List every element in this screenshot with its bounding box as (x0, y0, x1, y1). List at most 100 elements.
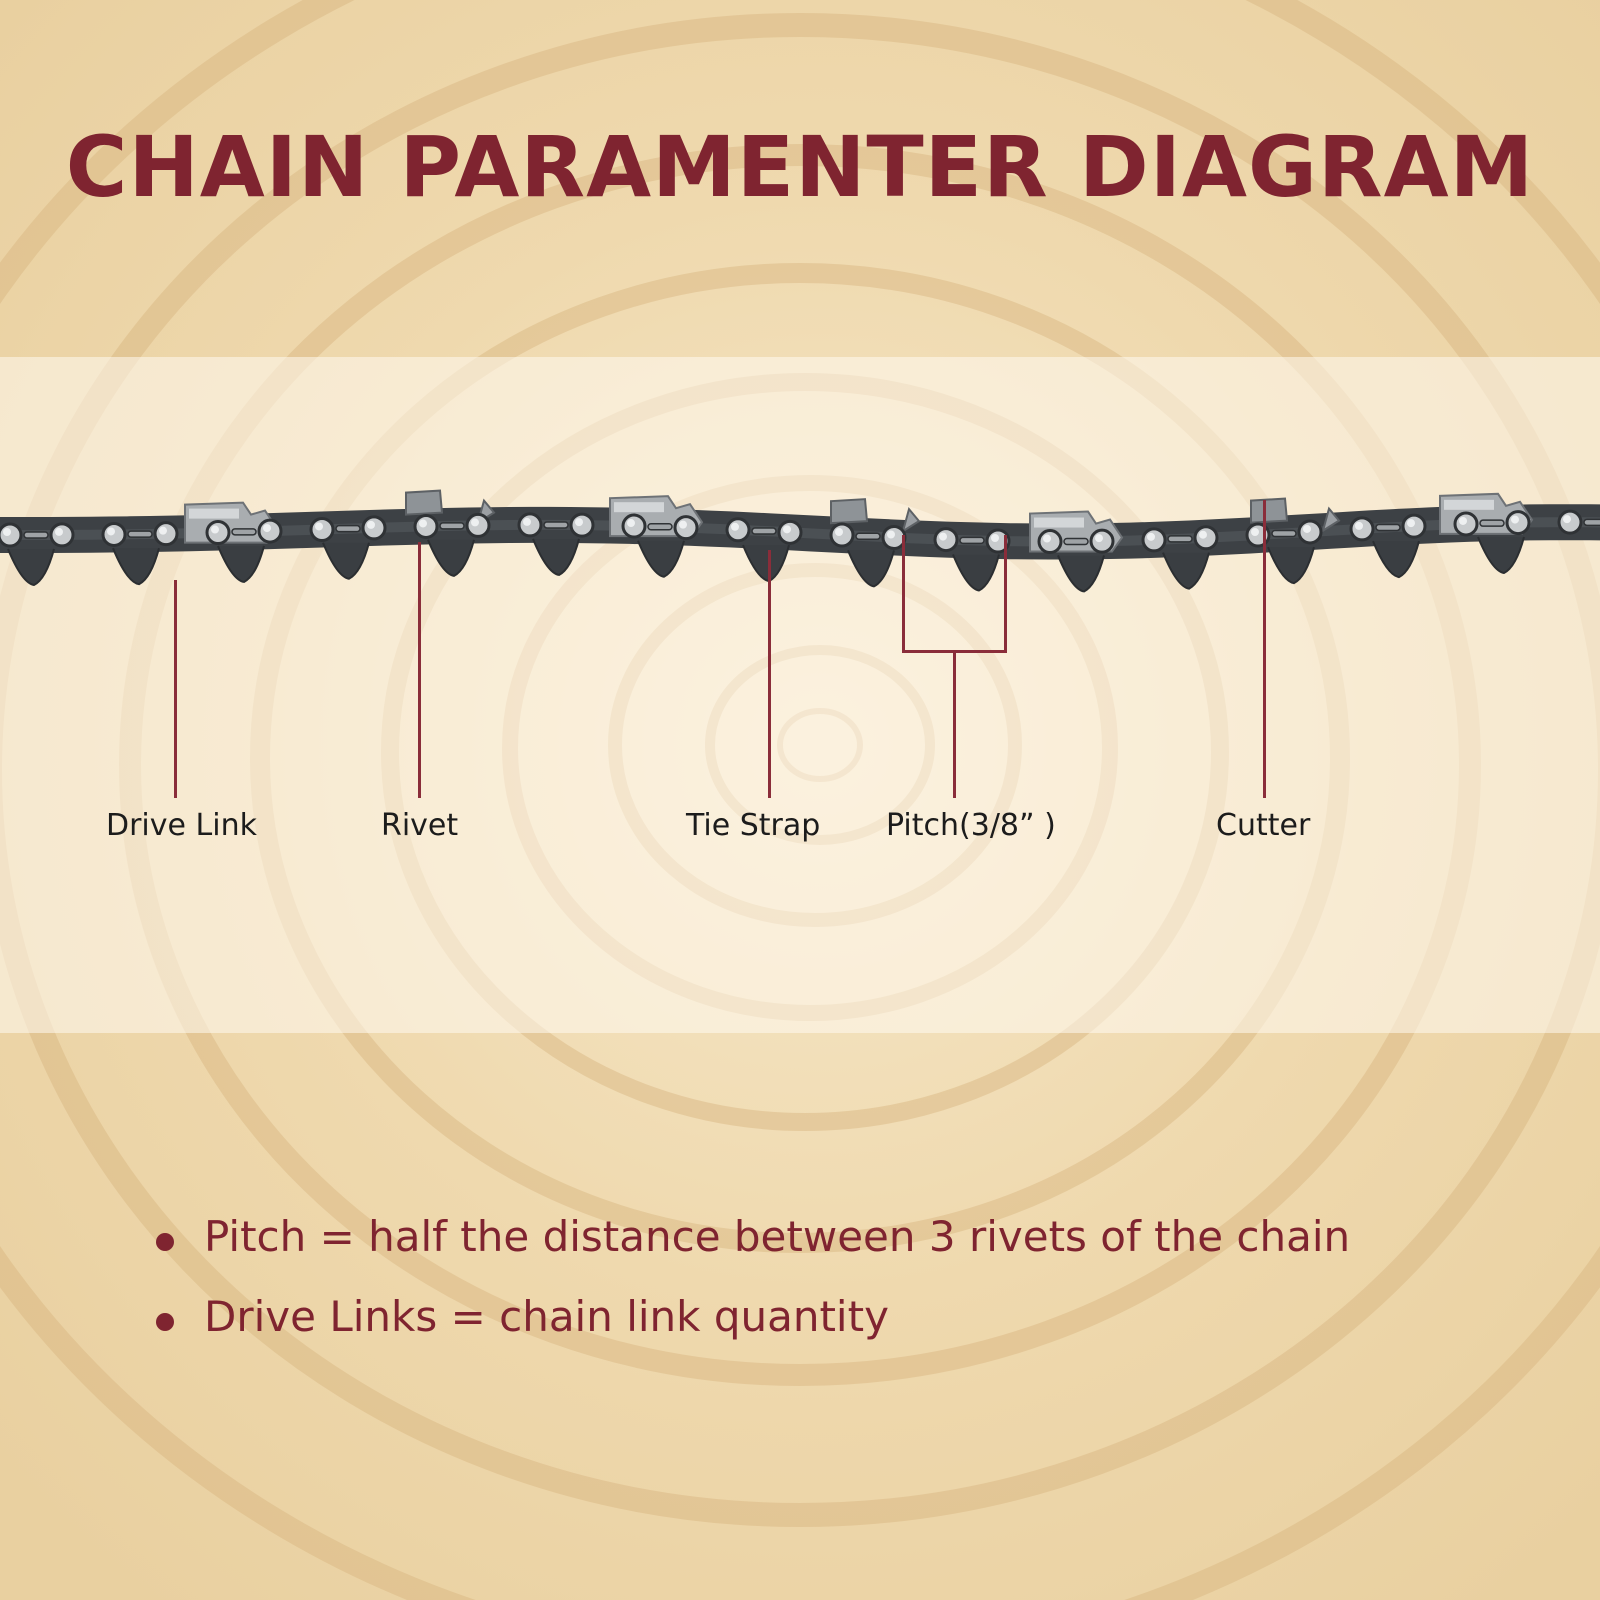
drive-link-tooth (1477, 536, 1525, 575)
cutter-tooth (405, 489, 444, 516)
rivet-head (933, 527, 959, 553)
tie-strap-slot (1583, 518, 1600, 527)
drive-link-tooth (847, 550, 895, 588)
tie-strap-slot (1063, 537, 1089, 546)
rivet-head (829, 522, 855, 548)
rivet-head (49, 522, 75, 548)
drive-link-tooth (742, 544, 790, 583)
highlight-band (0, 357, 1600, 1033)
rivet-shine (263, 524, 271, 533)
saw-chain-graphic (0, 489, 1600, 593)
rivet-shine (211, 525, 219, 534)
diagram-title: CHAIN PARAMENTER DIAGRAM (65, 118, 1535, 216)
rivet-shine (575, 518, 583, 527)
rivet-shine (471, 518, 479, 527)
rivet-shine (55, 527, 63, 536)
rivet-shine (1563, 515, 1571, 524)
tie-strap-slot (959, 536, 985, 545)
cutter-top-plate (614, 502, 664, 513)
rivet-shine (783, 525, 791, 534)
drive-link-leader (174, 580, 177, 798)
rivet-head (205, 520, 231, 546)
drive-link-tooth (112, 547, 160, 586)
rivet-shine (419, 519, 427, 528)
depth-gauge (901, 507, 921, 534)
pitch-bracket-right (1004, 535, 1007, 653)
cutter-top-plate (1034, 517, 1084, 528)
tie-strap-slot (1271, 529, 1297, 538)
rivet-head (621, 513, 647, 539)
saw-chain-illustration (0, 470, 1600, 610)
tie-strap-slot (23, 531, 49, 539)
rivet-shine (835, 527, 843, 536)
tie-strap-slot (1167, 535, 1193, 543)
rivet-head (153, 521, 179, 547)
tie-strap-slot (855, 532, 881, 541)
rivet-shine (1355, 521, 1363, 530)
rivet-shine (1511, 515, 1519, 524)
rivet-label: Rivet (381, 808, 459, 843)
rivet-shine (731, 522, 739, 531)
note-text: Drive Links = chain link quantity (204, 1292, 889, 1341)
bullet-dot-icon (156, 1313, 174, 1331)
rivet-head (517, 512, 543, 538)
bullet-dot-icon (156, 1233, 174, 1251)
rivet-shine (1199, 530, 1207, 539)
rivet-shine (315, 522, 323, 531)
rivet-shine (1303, 524, 1311, 533)
drive-link-tooth (217, 545, 265, 583)
rivet-head (673, 515, 699, 541)
rivet-shine (1251, 528, 1259, 537)
rivet-head (309, 516, 335, 542)
drive-link-tooth (1267, 546, 1315, 585)
rivet-head (101, 521, 127, 547)
rivet-head (1037, 529, 1063, 555)
rivet-head (569, 512, 595, 538)
rivet-leader (418, 542, 421, 798)
rivet-shine (1407, 519, 1415, 528)
drive-link-label: Drive Link (106, 808, 257, 843)
rivet-shine (1147, 532, 1155, 541)
pitch-label: Pitch(3/8” ) (886, 808, 1056, 843)
drive-link-tooth (1372, 540, 1420, 579)
rivet-head (725, 517, 751, 543)
rivet-shine (887, 530, 895, 539)
rivet-shine (367, 520, 375, 529)
rivet-shine (679, 520, 687, 529)
tie-strap-leader (768, 550, 771, 798)
pitch-leader (953, 653, 956, 798)
rivet-shine (991, 533, 999, 542)
cutter-tooth (1250, 497, 1289, 524)
cutter-top-plate (189, 508, 239, 519)
tie-strap-slot (231, 528, 257, 536)
rivet-head (1557, 509, 1583, 535)
tie-strap-slot (127, 530, 153, 538)
rivet-shine (107, 527, 115, 536)
drive-link-tooth (532, 538, 580, 576)
tie-strap-slot (543, 521, 569, 529)
rivet-head (465, 512, 491, 538)
note-text: Pitch = half the distance between 3 rive… (204, 1212, 1351, 1261)
drive-link-tooth (7, 548, 55, 587)
drive-link-tooth (952, 554, 1000, 592)
rivet-head (1297, 519, 1323, 545)
drive-link-tooth (1057, 555, 1105, 593)
rivet-shine (627, 519, 635, 528)
tie-strap-slot (335, 524, 361, 533)
cutter-top-plate (1444, 499, 1494, 510)
rivet-head (361, 515, 387, 541)
rivet-shine (159, 526, 167, 535)
drive-link-tooth (427, 539, 475, 577)
tie-strap-slot (1375, 523, 1401, 532)
tie-strap-slot (647, 523, 673, 531)
rivet-head (1193, 525, 1219, 551)
cutter-leader (1263, 500, 1266, 798)
pitch-bracket-bar (902, 650, 1007, 653)
rivet-head (777, 519, 803, 545)
rivet-shine (1095, 534, 1103, 543)
tie-strap-slot (751, 527, 777, 535)
rivet-shine (939, 532, 947, 541)
rivet-shine (3, 528, 11, 537)
rivet-head (1453, 511, 1479, 537)
rivet-head (413, 513, 439, 539)
